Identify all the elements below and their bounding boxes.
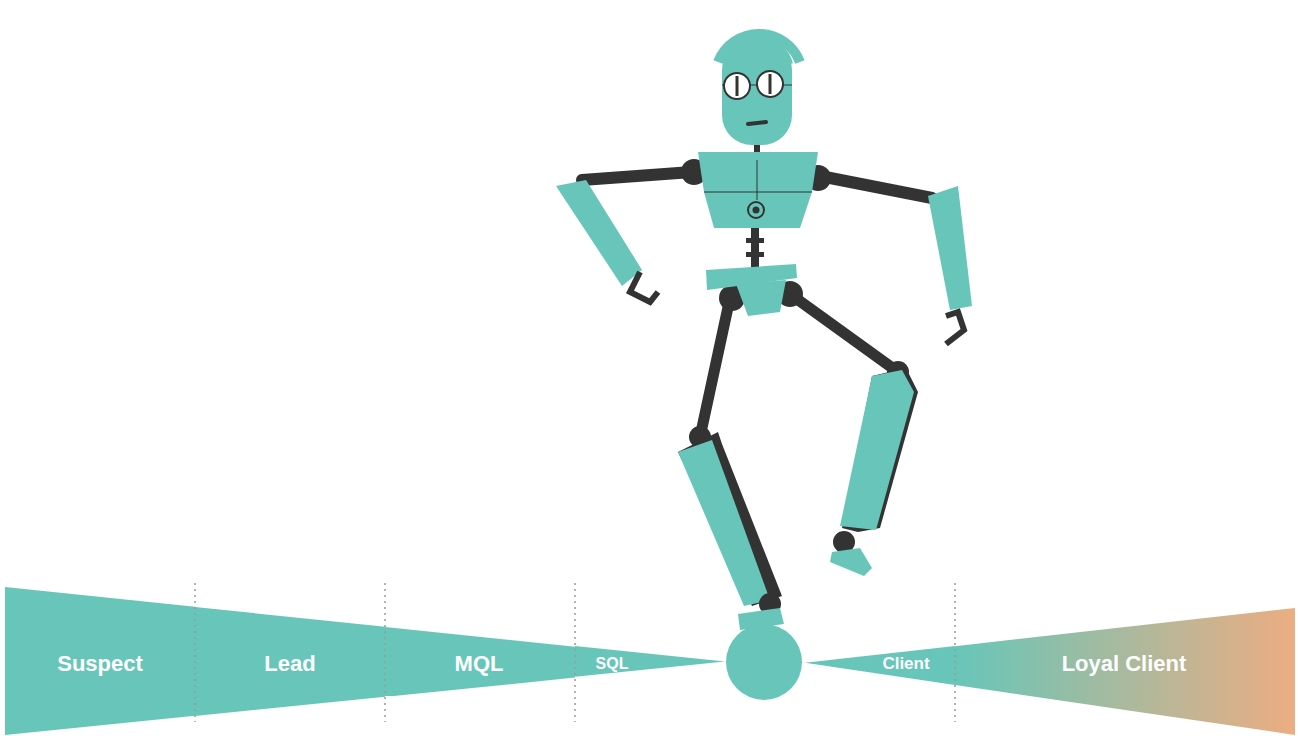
stage-band (805, 646, 955, 685)
robot-hand (630, 272, 658, 302)
stage-label: MQL (455, 651, 504, 677)
stage-shape (805, 646, 955, 685)
robot-foot (830, 548, 872, 576)
stage-label: Loyal Client (1062, 651, 1187, 677)
funnel-stage: SQL (575, 646, 725, 677)
stage-label: Client (882, 654, 929, 674)
robot-pupil (769, 74, 772, 94)
stage-divider (574, 583, 576, 722)
robot-torso (698, 152, 818, 228)
stage-band (5, 587, 195, 735)
robot-forearm (928, 186, 972, 310)
stage-band (195, 607, 385, 716)
robot-head (722, 40, 792, 145)
funnel-stage: Loyal Client (955, 608, 1295, 735)
robot-shin-shadow (678, 432, 782, 606)
stage-label: SQL (596, 655, 629, 673)
stage-band (575, 646, 725, 677)
stage-divider (954, 583, 956, 722)
funnel-stage: Client (805, 646, 955, 685)
funnel-stage: Lead (195, 607, 385, 716)
stage-divider (194, 583, 196, 722)
robot-mouth (748, 122, 766, 124)
stage-label: Suspect (57, 651, 143, 677)
robot-chest-dial (753, 207, 760, 214)
robot-shin (840, 370, 914, 530)
robot-eye (724, 73, 750, 99)
robot-foot (738, 608, 784, 630)
robot-hand (946, 312, 964, 344)
stage-band (385, 627, 575, 697)
robot-thigh (790, 294, 898, 372)
robot-chest-dial (748, 202, 764, 218)
stage-label: Lead (264, 651, 315, 677)
balance-ball (726, 624, 802, 700)
robot-torso-line (757, 160, 758, 200)
robot-upper-arm (820, 176, 932, 198)
robot-forearm (556, 180, 642, 286)
robot-pupil (736, 76, 739, 96)
funnel-stage: MQL (385, 627, 575, 697)
robot-spine (751, 228, 759, 270)
robot-torso-line (704, 192, 812, 193)
stage-divider (384, 583, 386, 722)
robot-eye (757, 71, 783, 97)
robot-spine (746, 238, 764, 243)
robot-spine (746, 252, 764, 257)
funnel-stage: Suspect (5, 587, 195, 735)
stage-band (955, 608, 1295, 735)
robot-pelvis (736, 280, 786, 316)
robot-thigh (700, 298, 730, 437)
robot-shin (678, 440, 770, 606)
robot-upper-arm (582, 172, 692, 180)
